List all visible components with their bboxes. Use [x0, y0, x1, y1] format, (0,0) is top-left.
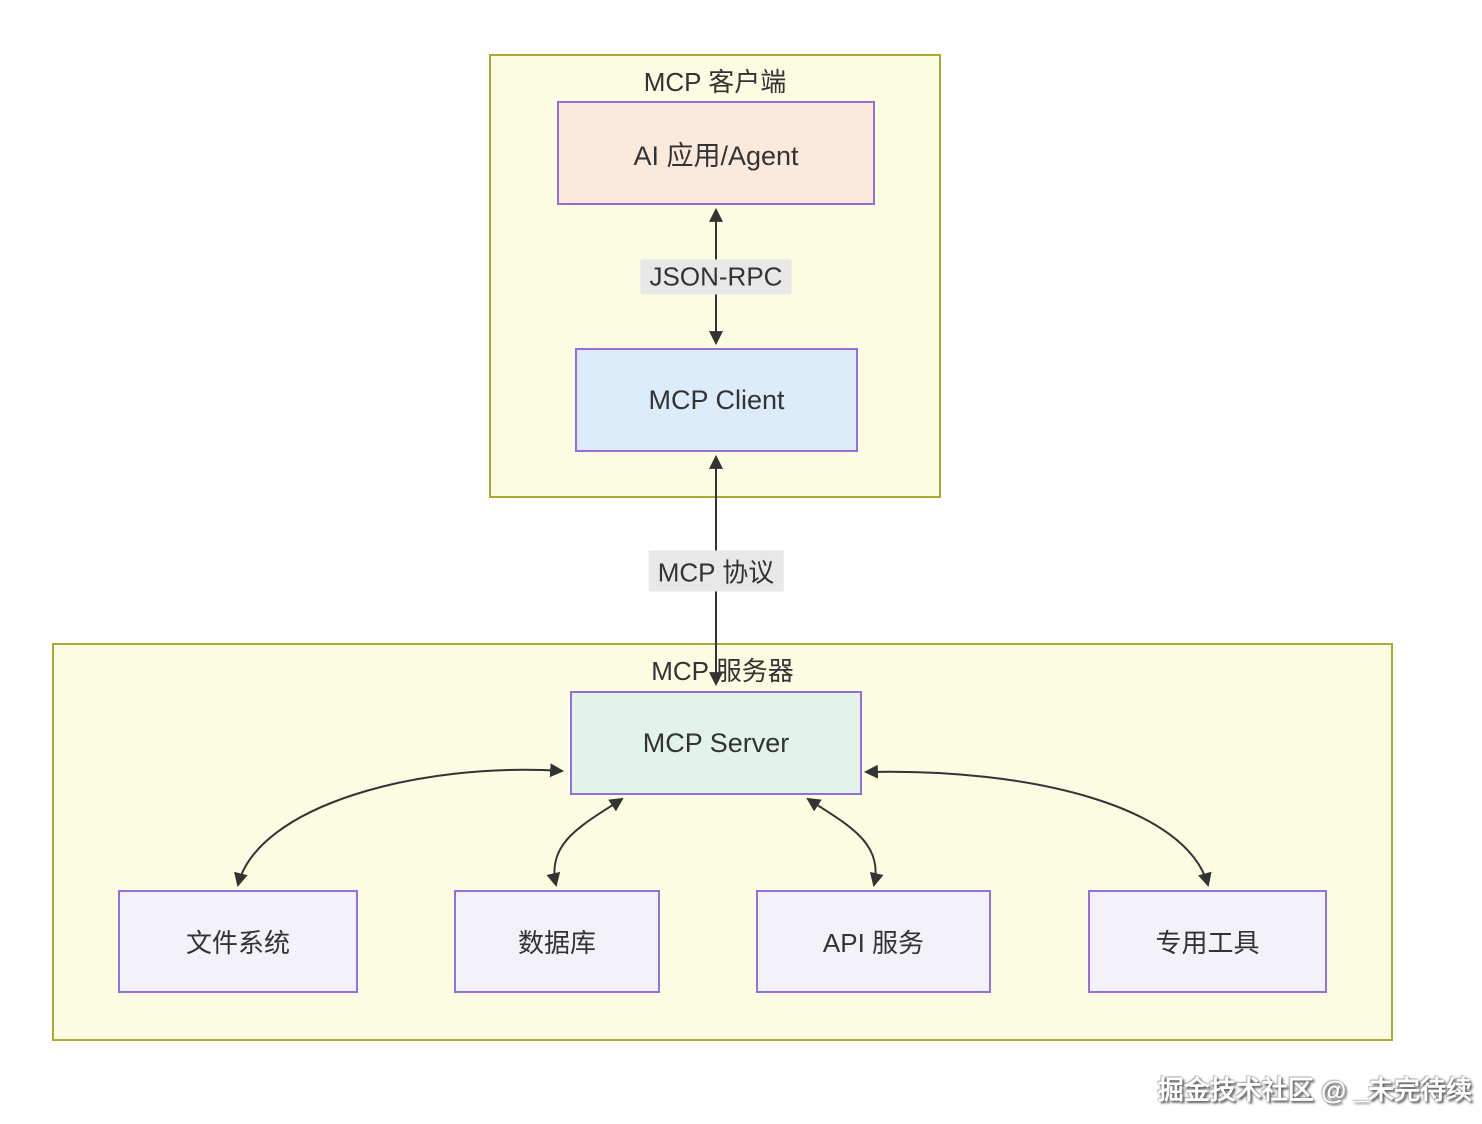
- watermark-text: 掘金技术社区 @ _未完待续: [1157, 1075, 1472, 1105]
- node-api-service-label: API 服务: [822, 928, 925, 958]
- group-title-server: MCP 服务器: [651, 656, 794, 686]
- node-database-label: 数据库: [517, 928, 596, 958]
- edge-label-json-rpc: JSON-RPC: [640, 259, 792, 295]
- node-ai-app-agent: AI 应用/Agent: [557, 101, 875, 205]
- group-title-client: MCP 客户端: [643, 67, 787, 97]
- node-database: 数据库: [454, 890, 660, 993]
- node-special-tools-label: 专用工具: [1155, 928, 1260, 958]
- node-mcp-server: MCP Server: [570, 691, 862, 795]
- node-mcp-client: MCP Client: [575, 348, 858, 452]
- node-mcp-server-label: MCP Server: [642, 727, 790, 758]
- node-ai-app-agent-label: AI 应用/Agent: [633, 140, 799, 171]
- edge-label-mcp-protocol: MCP 协议: [648, 550, 784, 592]
- node-special-tools: 专用工具: [1088, 890, 1327, 993]
- node-file-system: 文件系统: [118, 890, 358, 993]
- node-file-system-label: 文件系统: [185, 928, 290, 958]
- node-api-service: API 服务: [756, 890, 991, 993]
- node-mcp-client-label: MCP Client: [648, 384, 785, 415]
